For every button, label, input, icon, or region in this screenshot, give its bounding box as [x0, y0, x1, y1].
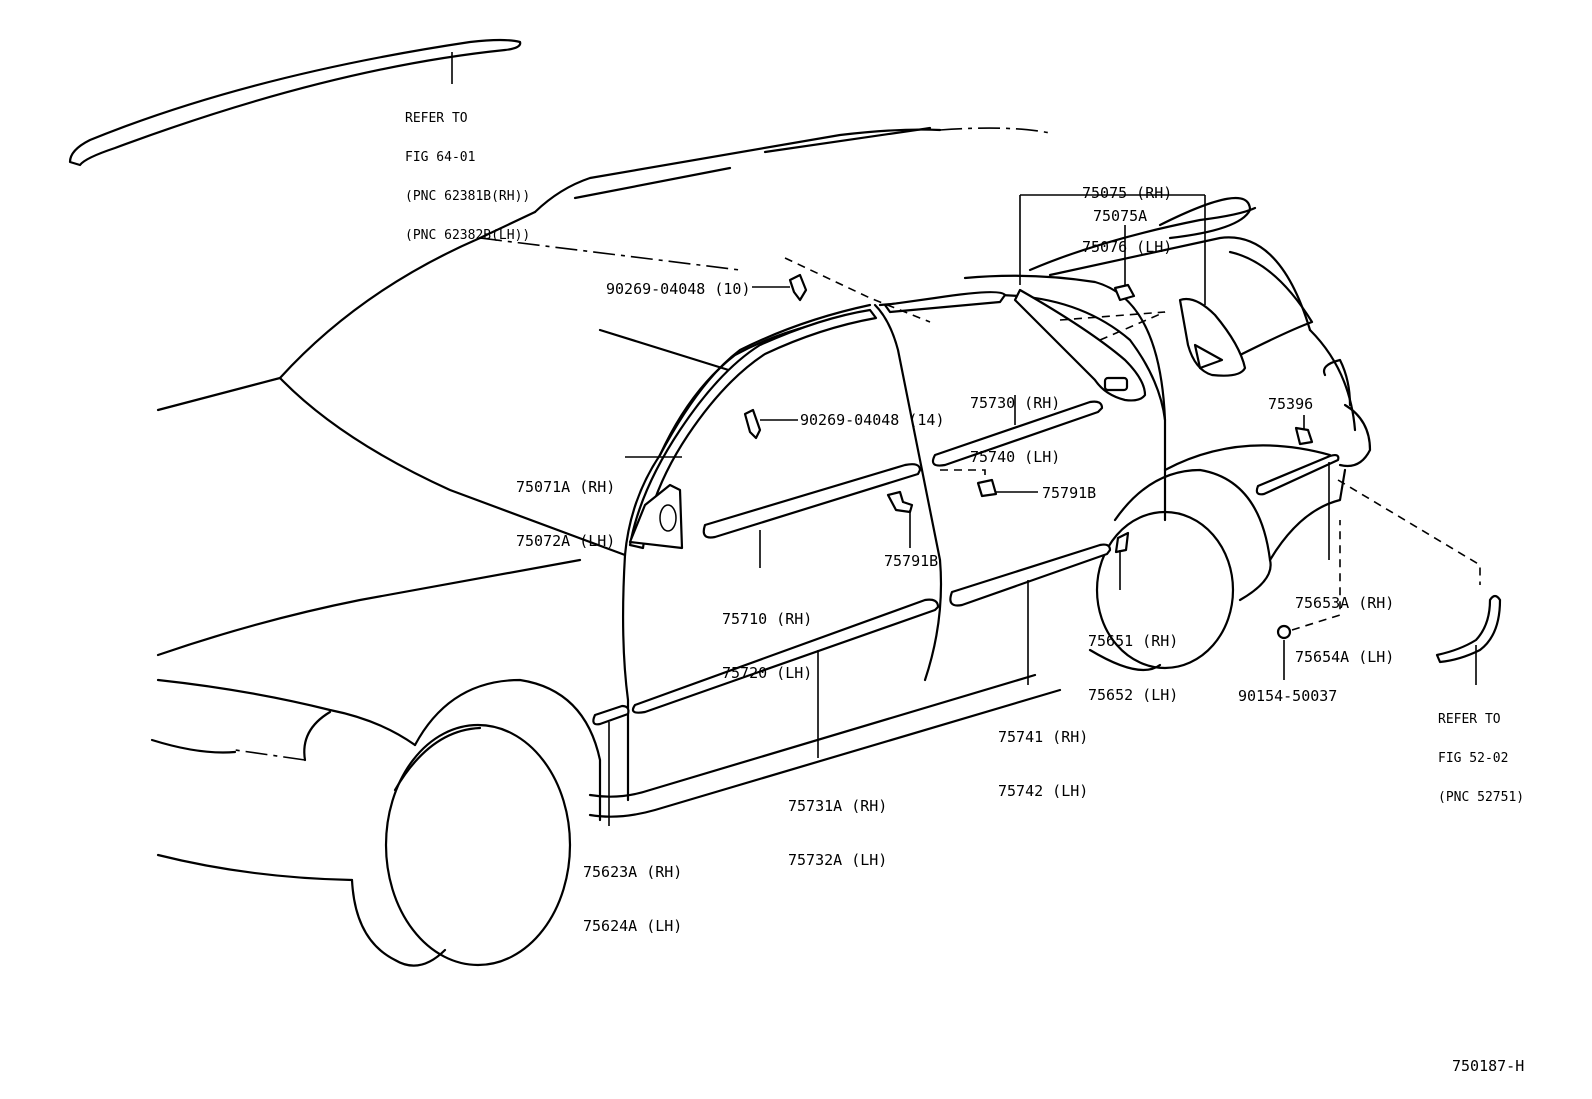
mud-guard-ref-line-2: FIG 52-02 [1438, 751, 1509, 766]
part-label-75623A-rh: 75623A (RH) [583, 863, 683, 881]
roof-rail-reference-callout: REFER TO FIG 64-01 (PNC 62381B(RH)) (PNC… [405, 86, 530, 255]
roof-rail-ref-line-3: (PNC 62381B(RH)) [405, 189, 531, 204]
clip-screws [743, 273, 1314, 640]
part-label-75651: 75651 (RH) 75652 (LH) [1088, 596, 1178, 722]
part-label-75731A: 75731A (RH) 75732A (LH) [788, 761, 887, 887]
part-label-75075: 75075 (RH) 75076 (LH) [1082, 148, 1172, 274]
part-label-90269-10: 90269-04048 (10) [606, 280, 751, 298]
leader-lines [608, 194, 1481, 826]
part-label-75710-rh: 75710 (RH) [722, 610, 813, 628]
mud-guard-reference-callout: REFER TO FIG 52-02 (PNC 52751) [1438, 687, 1524, 817]
mud-guard-ref-line-1: REFER TO [1438, 712, 1501, 727]
part-label-75720-lh: 75720 (LH) [722, 664, 813, 682]
part-label-75653A-rh: 75653A (RH) [1295, 594, 1395, 612]
part-label-75651-rh: 75651 (RH) [1088, 632, 1179, 650]
part-label-75791B-right: 75791B [1042, 484, 1097, 502]
part-label-75624A-lh: 75624A (LH) [583, 917, 683, 935]
part-label-75730-rh: 75730 (RH) [970, 394, 1061, 412]
part-label-75072A-lh: 75072A (LH) [516, 532, 616, 550]
part-label-75396: 75396 [1268, 395, 1314, 413]
part-label-75623A: 75623A (RH) 75624A (LH) [583, 827, 682, 953]
part-label-75076-lh: 75076 (LH) [1082, 238, 1173, 256]
mud-guard-ref-line-3: (PNC 52751) [1438, 790, 1525, 805]
part-label-75741-rh: 75741 (RH) [998, 728, 1089, 746]
moulding-parts [592, 273, 1502, 726]
part-label-75740-lh: 75740 (LH) [970, 448, 1061, 466]
part-label-75791B-left: 75791B [884, 552, 939, 570]
roof-rail-ref-line-4: (PNC 62382B(LH)) [405, 228, 531, 243]
part-label-75075-rh: 75075 (RH) [1082, 184, 1173, 202]
rear-quarter-drawings [1013, 288, 1247, 402]
part-label-75071A: 75071A (RH) 75072A (LH) [516, 442, 615, 568]
part-label-75654A-lh: 75654A (LH) [1295, 648, 1395, 666]
part-label-90269-14: 90269-04048 (14) [800, 411, 945, 429]
figure-id: 750187-H [1452, 1057, 1525, 1075]
part-label-90154: 90154-50037 [1238, 687, 1338, 705]
part-label-75730: 75730 (RH) 75740 (LH) [970, 358, 1060, 484]
part-label-75652-lh: 75652 (LH) [1088, 686, 1179, 704]
part-label-75075A: 75075A [1093, 207, 1148, 225]
roof-rail-drawing [68, 38, 522, 167]
part-label-75741: 75741 (RH) 75742 (LH) [998, 692, 1088, 818]
part-label-75710: 75710 (RH) 75720 (LH) [722, 574, 812, 700]
part-label-75071A-rh: 75071A (RH) [516, 478, 616, 496]
part-label-75742-lh: 75742 (LH) [998, 782, 1089, 800]
car-body-outline [150, 126, 1372, 967]
roof-rail-ref-line-2: FIG 64-01 [405, 150, 476, 165]
part-label-75731A-rh: 75731A (RH) [788, 797, 888, 815]
roof-rail-ref-line-1: REFER TO [405, 111, 468, 126]
part-label-75653A: 75653A (RH) 75654A (LH) [1295, 558, 1394, 684]
part-label-75732A-lh: 75732A (LH) [788, 851, 888, 869]
